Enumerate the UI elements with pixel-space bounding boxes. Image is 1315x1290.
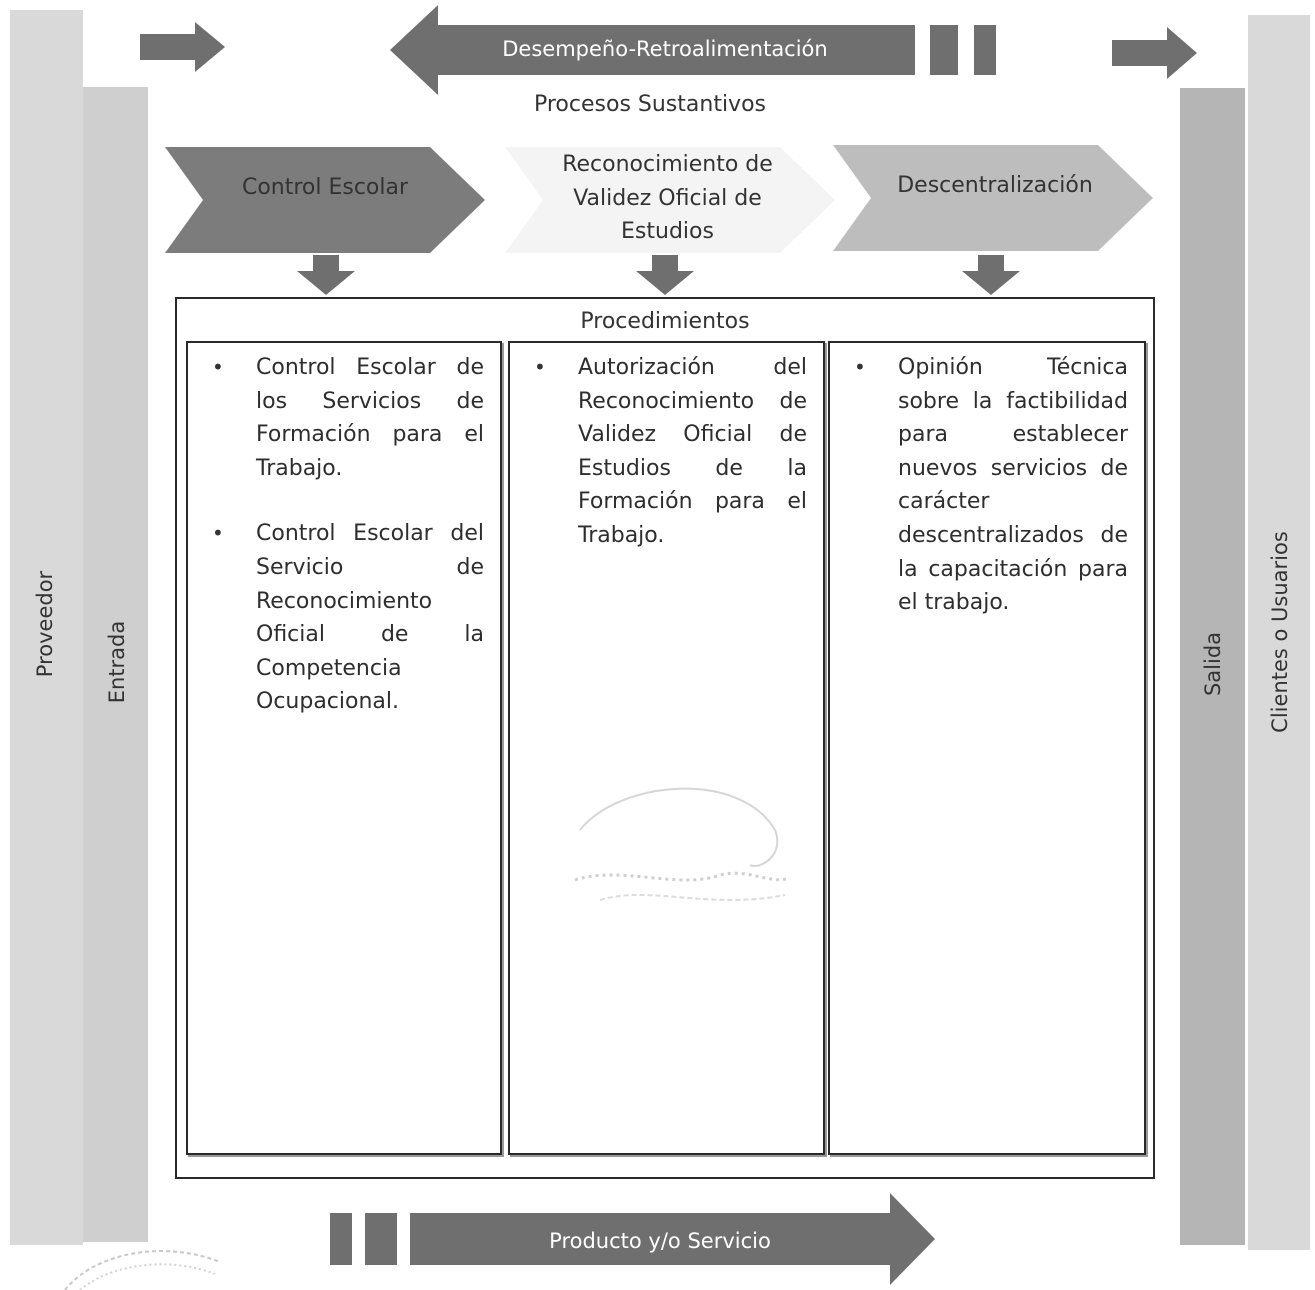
procedure-item: Opinión Técnica sobre la factibilidad pa… (830, 351, 1144, 620)
feedback-label: Desempeño-Retroalimentación (502, 37, 828, 61)
process-chevron-control-escolar (165, 147, 485, 253)
processes-title: Procesos Sustantivos (533, 92, 766, 117)
procedure-column-3: Opinión Técnica sobre la factibilidad pa… (828, 341, 1146, 1155)
procedure-item: Control Escolar del Servicio de Reconoci… (188, 517, 500, 719)
procedure-column-1: Control Escolar de los Servicios de Form… (186, 341, 502, 1155)
product-arrow (330, 1193, 935, 1285)
procedures-title: Procedimientos (580, 309, 750, 334)
entry-arrow (140, 22, 225, 72)
process-chevron-descentralizacion (833, 145, 1153, 251)
product-label: Producto y/o Servicio (549, 1229, 771, 1253)
signature-mark (574, 787, 791, 901)
process-chevron-rvoe (505, 147, 835, 253)
process-label-control-escolar: Control Escolar (241, 175, 409, 200)
input-label: Entrada (105, 620, 129, 704)
procedure-column-2: Autorización del Reconocimiento de Valid… (508, 341, 825, 1155)
clients-bar (1248, 15, 1310, 1250)
down-arrow-2 (636, 255, 694, 295)
process-label-descentralizacion: Descentralización (897, 173, 1093, 198)
process-label-rvoe: Reconocimiento de Validez Oficial de Est… (562, 152, 773, 244)
down-arrow-1 (297, 255, 355, 295)
procedure-item: Control Escolar de los Servicios de Form… (188, 351, 500, 485)
provider-bar (10, 10, 83, 1245)
down-arrow-3 (962, 255, 1020, 295)
feedback-arrow (390, 5, 996, 95)
input-bar (83, 87, 148, 1242)
clients-label: Clientes o Usuarios (1268, 531, 1292, 733)
output-bar (1180, 88, 1245, 1245)
output-label: Salida (1201, 631, 1225, 697)
procedure-item: Autorización del Reconocimiento de Valid… (510, 351, 823, 553)
exit-arrow (1112, 27, 1197, 79)
seal-mark (64, 1250, 221, 1290)
provider-label: Proveedor (33, 570, 57, 678)
